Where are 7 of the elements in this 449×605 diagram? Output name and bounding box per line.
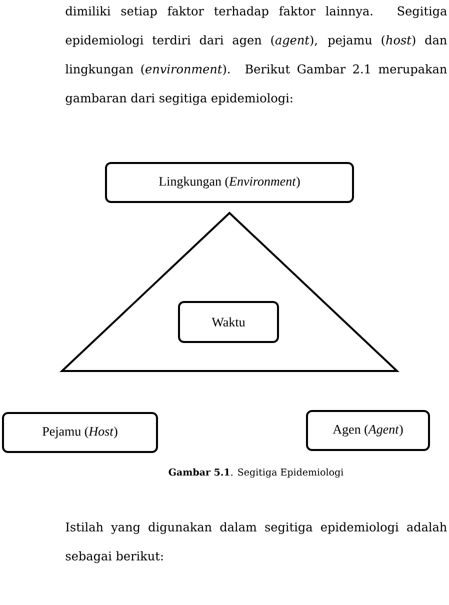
text-box: Lingkungan (Environment): [105, 162, 354, 203]
paragraph: dimiliki setiap faktor terhadap faktor lainnya. Segitiga epidemiologi terdiri dari agen (agent), pejamu (host) dan lingkungan (environment). Berikut Gambar 2.1 merupakan gambaran dari segitiga epidemiologi:: [66, 6, 447, 105]
text-box: Agen (Agent): [306, 410, 430, 451]
text-box: Pejamu (Host): [2, 412, 158, 453]
text-box: Waktu: [178, 301, 279, 343]
paragraph: Istilah yang digunakan dalam segitiga epidemiologi adalah sebagai berikut:: [66, 522, 447, 563]
figure-caption: Gambar 5.1. Segitiga Epidemiologi: [168, 468, 344, 478]
